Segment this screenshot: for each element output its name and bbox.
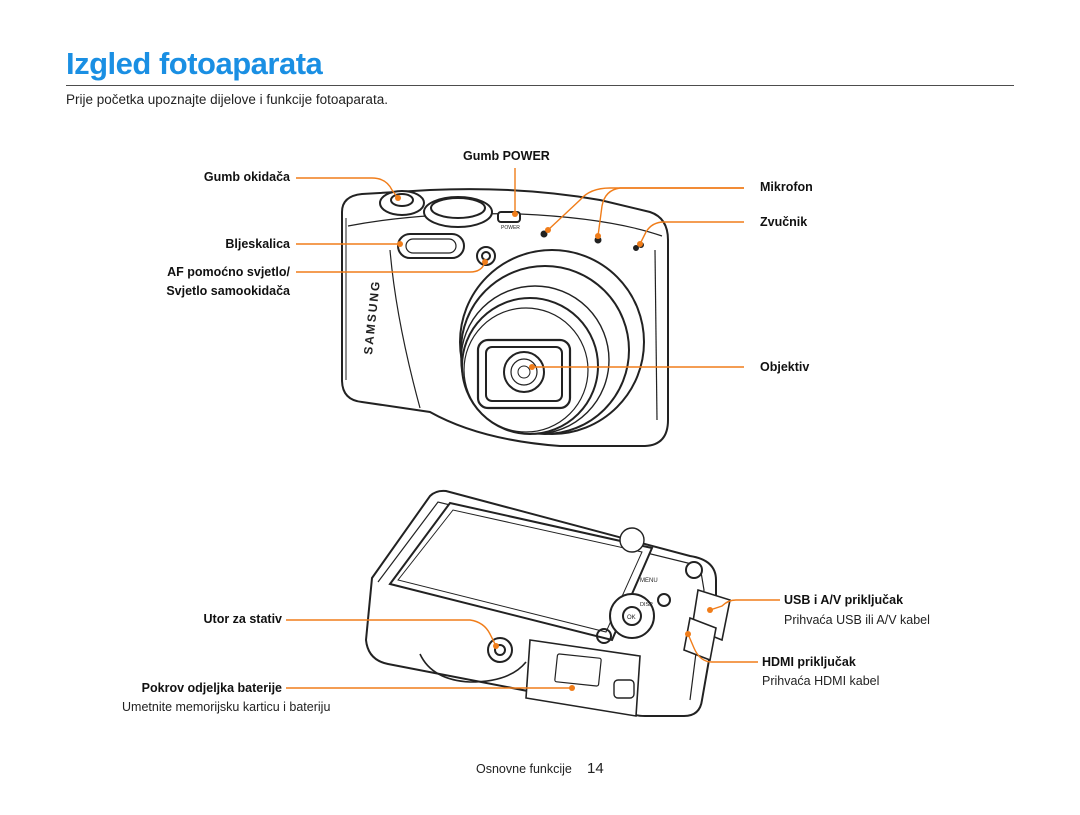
intro-text: Prije početka upoznajte dijelove i funkc… (66, 92, 388, 107)
label-af-assist-line2: Svjetlo samookidača (166, 284, 290, 298)
power-mark: POWER (501, 225, 520, 231)
title-rule (66, 85, 1014, 86)
note-usb-av-port: Prihvaća USB ili A/V kabel (784, 613, 930, 627)
footer-section: Osnovne funkcije (476, 762, 572, 776)
label-power-button: Gumb POWER (463, 149, 550, 163)
label-lens: Objektiv (760, 360, 810, 374)
page-title: Izgled fotoaparata (66, 46, 323, 81)
front-callout-dots (395, 195, 643, 370)
label-usb-av-port: USB i A/V priključak (784, 593, 904, 607)
page-number: 14 (587, 760, 604, 777)
camera-front-illustration (341, 188, 669, 447)
label-microphone: Mikrofon (760, 180, 813, 194)
disp-mark: DISP (640, 602, 653, 608)
label-flash: Bljeskalica (225, 237, 290, 251)
back-callout-lines (286, 599, 780, 689)
camera-back-illustration (364, 489, 731, 717)
note-battery-cover: Umetnite memorijsku karticu i bateriju (122, 700, 331, 714)
ok-mark: OK (627, 615, 636, 621)
label-af-assist-line1: AF pomoćno svjetlo/ (167, 265, 290, 279)
label-speaker: Zvučnik (760, 215, 808, 229)
label-battery-cover: Pokrov odjeljka baterije (141, 681, 282, 695)
label-hdmi-port: HDMI priključak (762, 655, 856, 669)
note-hdmi-port: Prihvaća HDMI kabel (762, 674, 880, 688)
label-tripod-mount: Utor za stativ (203, 612, 283, 626)
back-callout-dots (493, 607, 713, 691)
label-shutter-button: Gumb okidača (203, 170, 290, 184)
menu-button-mark: MENU (640, 578, 658, 584)
